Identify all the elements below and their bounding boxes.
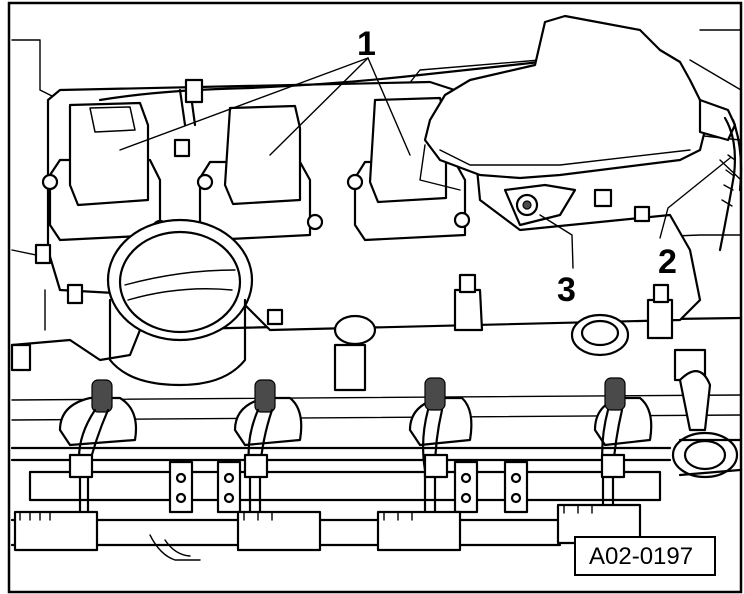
right-connector (698, 98, 743, 252)
housing-flange (419, 144, 461, 191)
coil-harness (98, 60, 542, 102)
spark-plug-lead-4 (593, 377, 653, 522)
callout-1: 1 (357, 25, 376, 63)
figure-id: A02-0197 (589, 543, 693, 570)
callout-3: 3 (557, 271, 576, 309)
bolt-boss (503, 183, 577, 227)
harness-clip-head (184, 78, 204, 104)
intake-opening (106, 218, 254, 387)
sensor-fitting (671, 370, 742, 479)
housing-seam (439, 149, 691, 166)
leader-lines (119, 57, 731, 269)
wiring-rail (10, 446, 672, 561)
ignition-coil-1 (41, 101, 169, 242)
ignition-coil-2 (196, 104, 324, 242)
rail-clips (68, 453, 626, 514)
mounting-studs (10, 273, 707, 392)
callout-2: 2 (658, 243, 677, 281)
figure-id-box (574, 536, 716, 576)
rail-connectors (13, 503, 642, 552)
cover-housing (423, 14, 707, 180)
cover-bolts (34, 138, 651, 326)
fastening-bolt-head (522, 200, 532, 210)
